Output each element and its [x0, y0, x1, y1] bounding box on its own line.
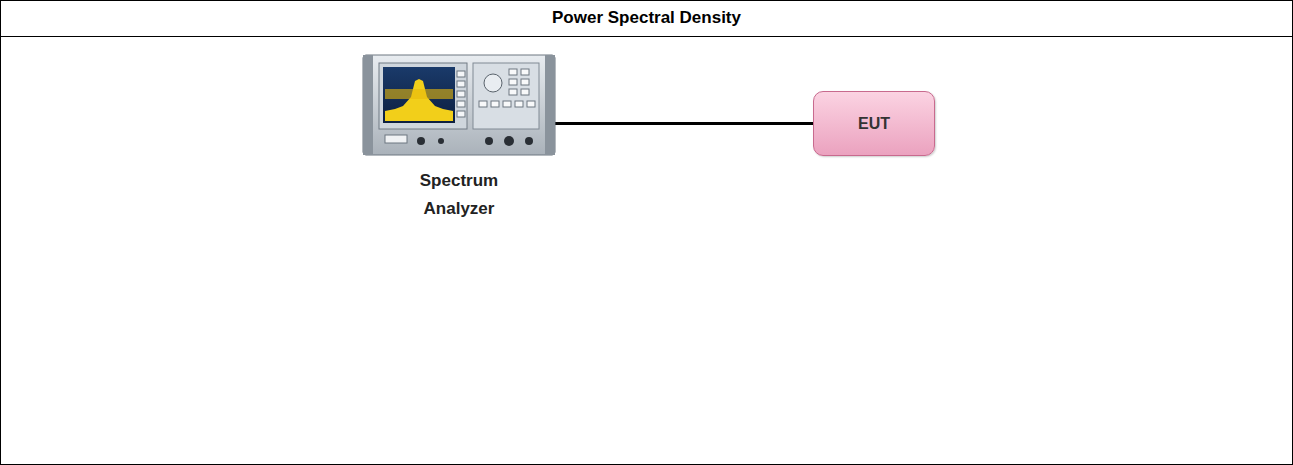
- instrument-label: Spectrum Analyzer: [404, 167, 514, 223]
- diagram-title: Power Spectral Density: [552, 8, 741, 28]
- spectrum-analyzer-icon: [361, 51, 557, 159]
- title-bar: Power Spectral Density: [0, 0, 1293, 37]
- box-label: EUT: [848, 111, 900, 137]
- cable-connector: [555, 123, 813, 124]
- device-box: EUT: [813, 91, 935, 156]
- instrument-node: Spectrum Analyzer: [360, 51, 558, 223]
